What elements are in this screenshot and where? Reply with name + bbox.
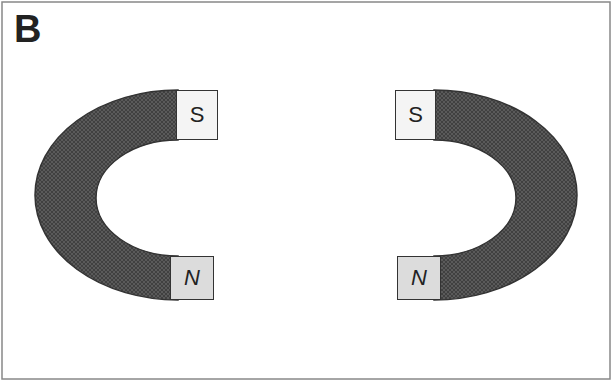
pole-letter: S — [190, 104, 205, 126]
south-pole: S — [176, 90, 218, 140]
north-pole: N — [397, 256, 441, 300]
left-magnet-body — [35, 90, 178, 300]
pole-letter: N — [184, 267, 200, 289]
pole-letter: S — [408, 104, 423, 126]
north-pole: N — [170, 256, 214, 300]
right-magnet-body — [434, 90, 577, 300]
pole-letter: N — [411, 267, 427, 289]
south-pole: S — [395, 90, 436, 140]
panel-letter: B — [14, 10, 41, 48]
